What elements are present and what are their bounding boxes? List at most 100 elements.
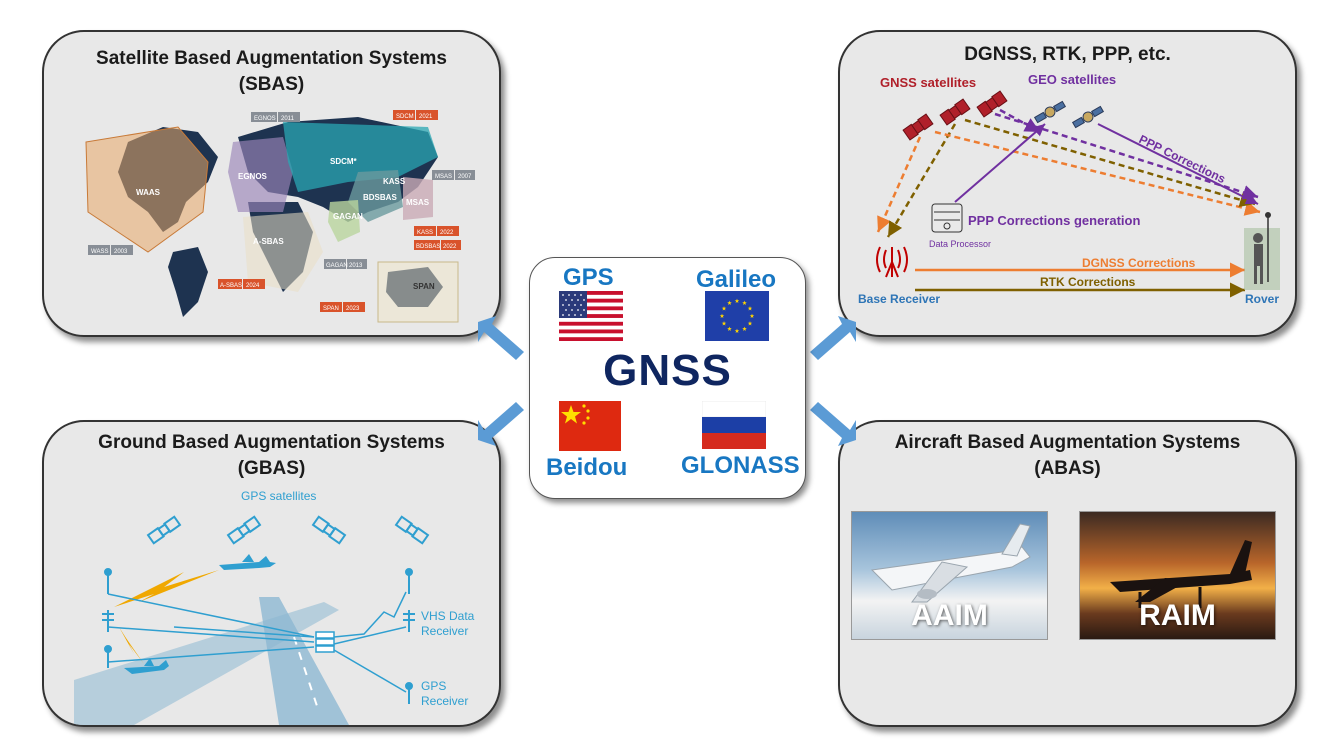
gnss-satellites-label: GNSS satellites xyxy=(880,75,976,90)
gbas-title-line1: Ground Based Augmentation Systems xyxy=(98,432,445,453)
sbas-title: Satellite Based Augmentation Systems (SB… xyxy=(44,46,499,98)
gnss-title: GNSS xyxy=(603,346,732,395)
china-flag-icon xyxy=(559,401,621,451)
eu-star xyxy=(734,328,740,333)
lightning-icon xyxy=(119,627,144,664)
raim-photo: RAIM xyxy=(1079,511,1276,640)
ppp-generation-label: PPP Corrections generation xyxy=(968,213,1140,228)
arrow-icon xyxy=(478,316,524,360)
sbas-panel: Satellite Based Augmentation Systems (SB… xyxy=(42,30,501,337)
arrow-icon xyxy=(478,402,524,446)
region-span-label: SPAN xyxy=(413,282,435,291)
gbas-title-line2: (GBAS) xyxy=(237,458,306,479)
svg-text:BDSBAS: BDSBAS xyxy=(416,244,440,250)
tag-egnos: EGNOS 2011 xyxy=(251,112,300,122)
region-gagan-label: GAGAN xyxy=(333,212,363,221)
server-icon xyxy=(931,203,963,233)
svg-text:2013: 2013 xyxy=(349,263,363,269)
eu-star xyxy=(727,326,732,331)
satellite-icon xyxy=(146,515,430,545)
eu-flag-icon xyxy=(705,291,769,341)
glonass-label: GLONASS xyxy=(681,452,800,479)
ppp-corrections-label: PPP Corrections xyxy=(1137,132,1228,186)
svg-text:2007: 2007 xyxy=(458,174,472,180)
gnss-center-box: GPS Galileo Beidou GLONASS GNSS xyxy=(529,257,806,499)
antenna-icon xyxy=(102,568,415,704)
waas-region xyxy=(85,126,209,253)
aaim-label: AAIM xyxy=(911,599,988,632)
svg-text:2022: 2022 xyxy=(443,244,457,250)
svg-text:2003: 2003 xyxy=(114,249,128,255)
server-icon xyxy=(315,631,335,653)
rover-label: Rover xyxy=(1245,292,1279,306)
raim-label: RAIM xyxy=(1139,599,1216,632)
region-egnos-label: EGNOS xyxy=(238,172,268,181)
eu-star xyxy=(734,298,740,303)
region-waas-label: WAAS xyxy=(136,188,161,197)
sbas-title-line2: (SBAS) xyxy=(238,74,305,95)
svg-text:EGNOS: EGNOS xyxy=(254,116,276,122)
gbas-panel: Ground Based Augmentation Systems (GBAS)… xyxy=(42,420,501,727)
eu-star xyxy=(721,321,727,326)
span-region xyxy=(377,261,459,323)
eu-star xyxy=(742,300,747,305)
rover-icon xyxy=(1244,212,1280,290)
tag-span: SPAN 2023 xyxy=(320,302,365,312)
dgnss-diagram: GNSS satellites GEO satellites PPP Corre… xyxy=(858,72,1280,306)
satellite-icon xyxy=(1033,100,1105,129)
tag-sdcm: SDCM 2021 xyxy=(393,110,438,120)
gbas-title: Ground Based Augmentation Systems (GBAS) xyxy=(44,430,499,482)
svg-text:SPAN: SPAN xyxy=(323,306,339,312)
eu-star xyxy=(721,306,727,311)
svg-text:2022: 2022 xyxy=(440,230,454,236)
gps-receiver-label-2: Receiver xyxy=(421,694,468,708)
tag-msas: MSAS 2007 xyxy=(432,170,475,180)
abas-title: Aircraft Based Augmentation Systems (ABA… xyxy=(840,430,1295,482)
svg-text:2021: 2021 xyxy=(419,114,433,120)
beidou-label: Beidou xyxy=(546,454,628,481)
msas-region xyxy=(403,177,433,220)
svg-text:GAGAN: GAGAN xyxy=(326,263,348,269)
sbas-title-line1: Satellite Based Augmentation Systems xyxy=(96,48,447,69)
gps-satellites-label: GPS satellites xyxy=(241,489,316,503)
abas-title-line1: Aircraft Based Augmentation Systems xyxy=(894,432,1241,453)
svg-text:MSAS: MSAS xyxy=(435,174,452,180)
gps-receiver-label-1: GPS xyxy=(421,679,446,693)
dgnss-corrections-label: DGNSS Corrections xyxy=(1082,256,1196,270)
tag-waas: WASS 2003 xyxy=(88,245,133,255)
abas-title-line2: (ABAS) xyxy=(1034,458,1101,479)
arrow-icon xyxy=(810,316,856,360)
geo-satellites-label: GEO satellites xyxy=(1028,72,1116,87)
region-sdcm-label: SDCM* xyxy=(330,157,358,166)
egnos-region xyxy=(228,137,293,212)
region-msas-label: MSAS xyxy=(406,198,430,207)
svg-text:KASS: KASS xyxy=(417,230,433,236)
eu-star xyxy=(747,306,753,311)
abas-panel: Aircraft Based Augmentation Systems (ABA… xyxy=(838,420,1297,727)
aaim-photo: AAIM xyxy=(851,511,1048,640)
dgnss-title: DGNSS, RTK, PPP, etc. xyxy=(964,44,1171,65)
eu-star xyxy=(742,326,747,331)
vhs-receiver-label-2: Receiver xyxy=(421,624,468,638)
base-receiver-label: Base Receiver xyxy=(858,292,940,306)
russia-flag-icon xyxy=(702,401,766,449)
tag-asbas: A-SBAS 2024 xyxy=(218,279,265,289)
airplane-icon xyxy=(124,554,276,674)
svg-text:2023: 2023 xyxy=(346,306,360,312)
gbas-diagram: GPS satellites xyxy=(74,489,475,725)
svg-text:SDCM: SDCM xyxy=(396,114,414,120)
eu-star xyxy=(727,300,732,305)
region-bdsbas-label: BDSBAS xyxy=(363,193,397,202)
svg-text:2024: 2024 xyxy=(246,283,260,289)
eu-star xyxy=(719,313,725,318)
svg-text:WASS: WASS xyxy=(91,249,108,255)
kass-bdsbas-region xyxy=(348,170,403,222)
lightning-icon xyxy=(114,570,219,607)
sdcm-region xyxy=(283,122,438,192)
svg-text:A-SBAS: A-SBAS xyxy=(220,283,242,289)
us-flag-icon xyxy=(559,291,623,341)
tag-kass: KASS 2022 xyxy=(414,226,459,236)
arrow-icon xyxy=(810,402,856,446)
vhs-receiver-label-1: VHS Data xyxy=(421,609,475,623)
south-america-land xyxy=(168,247,208,317)
